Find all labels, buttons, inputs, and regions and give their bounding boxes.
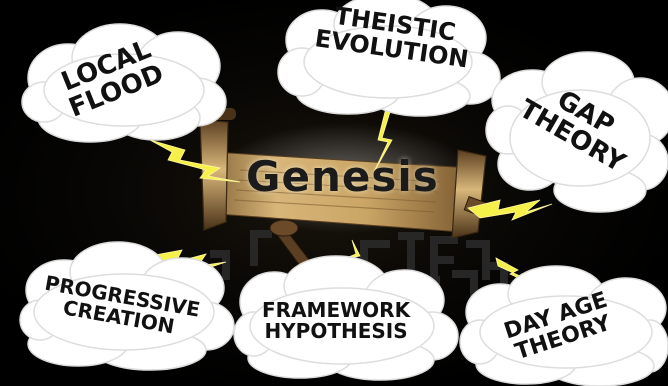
cloud-progressive-creation bbox=[19, 241, 235, 371]
cloud-framework-hypothesis bbox=[233, 255, 459, 381]
cloud-gap-theory bbox=[485, 51, 668, 213]
genesis-title: Genesis bbox=[246, 152, 439, 201]
label-framework-hypothesis: FRAMEWORK HYPOTHESIS bbox=[262, 298, 411, 343]
cloud-local-flood bbox=[21, 23, 227, 143]
cloud-theistic-evolution bbox=[277, 0, 501, 117]
cloud-day-age-theory bbox=[459, 265, 668, 386]
